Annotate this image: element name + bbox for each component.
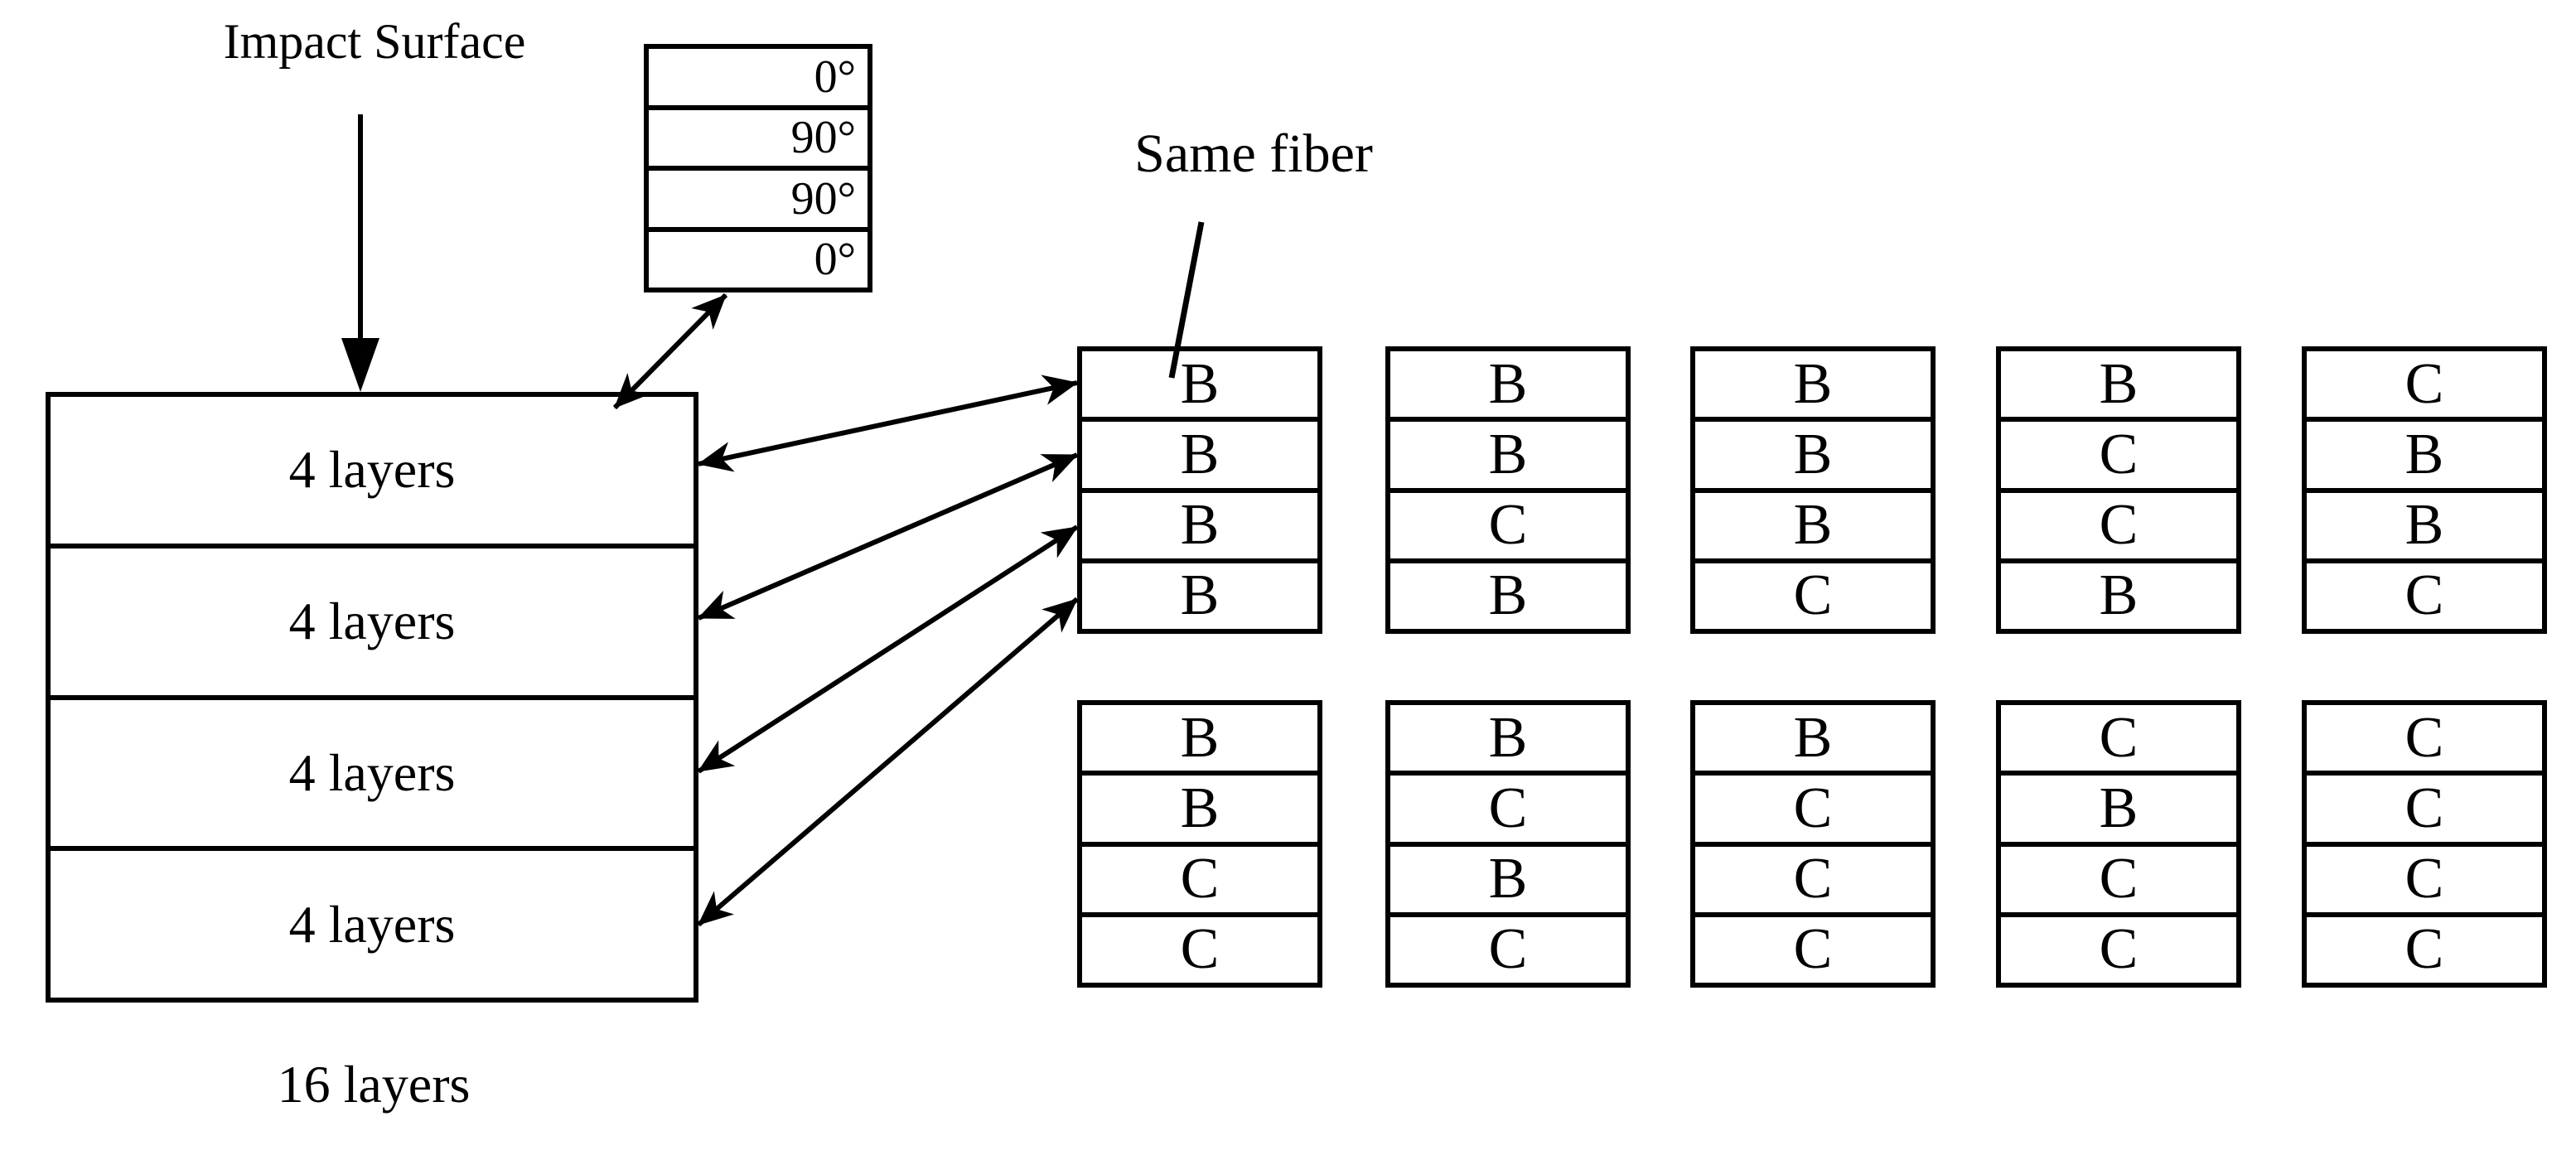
laminate-caption: 16 layers (277, 1055, 471, 1114)
ply-cell: C (2307, 771, 2542, 841)
laminate-row: 4 layers (51, 846, 694, 998)
ply-cell: B (1180, 705, 1220, 770)
ply-cell: C (2001, 417, 2236, 487)
ply-cell: B (1488, 351, 1528, 416)
fiber-stack-1: B B B B (1077, 346, 1322, 634)
laminate-row: 4 layers (288, 440, 456, 500)
ply-angle-cell: 90° (649, 166, 868, 227)
ply-cell: C (2001, 911, 2236, 983)
fiber-stack-8: B C C C (1690, 700, 1936, 988)
layer-group-arrow-1 (697, 375, 1079, 472)
ply-cell: B (2001, 771, 2236, 841)
ply-cell: B (1695, 417, 1931, 487)
ply-cell: B (1390, 417, 1626, 487)
ply-cell: C (1082, 911, 1317, 983)
ply-cell: C (2307, 841, 2542, 912)
fiber-stack-4: B C C B (1996, 346, 2241, 634)
ply-cell: C (2404, 705, 2444, 770)
laminate-box: 4 layers 4 layers 4 layers 4 layers (46, 392, 698, 1003)
layer-group-arrow-3 (697, 524, 1079, 774)
ply-cell: C (2307, 911, 2542, 983)
ply-cell: C (2001, 487, 2236, 558)
ply-cell: C (2001, 841, 2236, 912)
ply-cell: B (2307, 417, 2542, 487)
ply-cell: C (2307, 558, 2542, 629)
ply-cell: B (1082, 771, 1317, 841)
ply-cell: B (2001, 558, 2236, 629)
layer-group-arrow-2 (697, 452, 1079, 621)
ply-cell: B (1082, 417, 1317, 487)
fiber-stack-10: C C C C (2302, 700, 2547, 988)
ply-angle-cell: 0° (814, 51, 856, 103)
ply-cell: C (1390, 771, 1626, 841)
fiber-stack-9: C B C C (1996, 700, 2241, 988)
ply-cell: C (2099, 705, 2139, 770)
ply-cell: C (1390, 911, 1626, 983)
layer-group-arrow-4 (697, 597, 1079, 927)
ply-cell: B (1695, 487, 1931, 558)
laminate-row: 4 layers (51, 543, 694, 695)
fiber-stack-3: B B B C (1690, 346, 1936, 634)
ply-cell: B (1793, 705, 1833, 770)
ply-cell: C (1695, 911, 1931, 983)
ply-cell: B (1180, 351, 1220, 416)
impact-surface-label: Impact Surface (223, 14, 526, 69)
fiber-stack-5: C B B C (2302, 346, 2547, 634)
laminate-row: 4 layers (51, 694, 694, 847)
ply-cell: B (1793, 351, 1833, 416)
ply-angle-cell: 0° (649, 226, 868, 288)
ply-cell: C (1390, 487, 1626, 558)
ply-cell: C (1695, 841, 1931, 912)
ply-cell: B (1082, 558, 1317, 629)
ply-cell: C (1695, 771, 1931, 841)
ply-cell: B (1082, 487, 1317, 558)
fiber-stack-6: B B C C (1077, 700, 1322, 988)
ply-cell: B (2307, 487, 2542, 558)
fiber-stack-2: B B C B (1385, 346, 1631, 634)
ply-cell: B (1488, 705, 1528, 770)
fiber-stack-7: B C B C (1385, 700, 1631, 988)
ply-cell: C (1082, 841, 1317, 912)
impact-arrowhead-icon (341, 338, 379, 392)
ply-cell: B (1390, 841, 1626, 912)
same-fiber-label: Same fiber (1134, 123, 1373, 184)
ply-cell: C (2404, 351, 2444, 416)
ply-cell: B (2099, 351, 2139, 416)
ply-cell: B (1390, 558, 1626, 629)
ply-cell: C (1695, 558, 1931, 629)
angle-detail-double-arrow (612, 292, 728, 410)
ply-angle-stack: 0° 90° 90° 0° (644, 44, 872, 292)
ply-angle-cell: 90° (649, 104, 868, 167)
